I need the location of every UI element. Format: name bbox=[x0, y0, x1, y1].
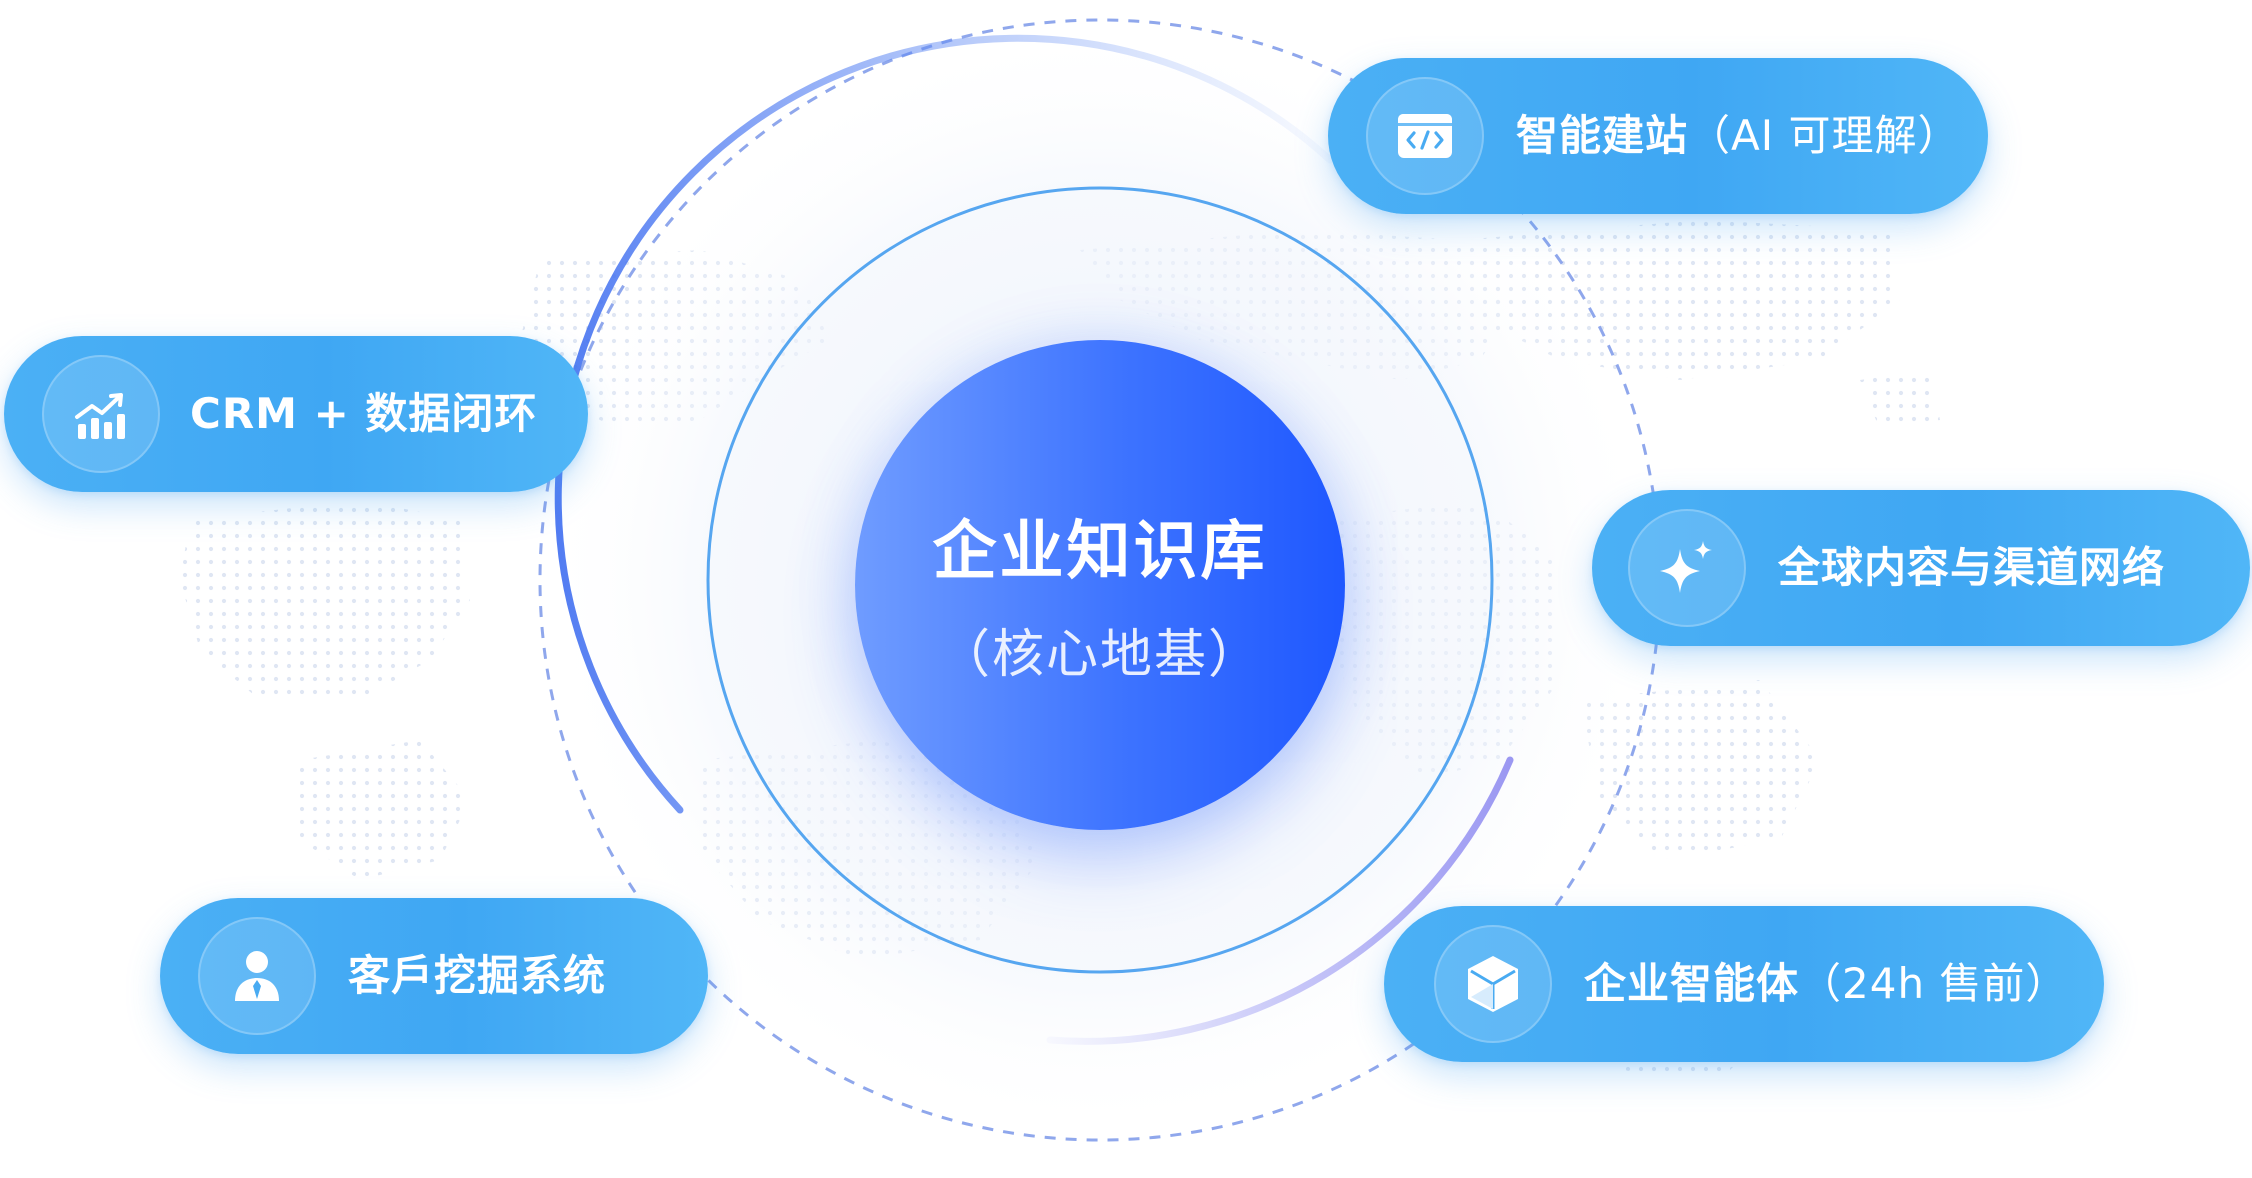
node-global-content: 全球内容与渠道网络 bbox=[1592, 490, 2250, 646]
core-title: 企业知识库 bbox=[932, 515, 1268, 589]
node-label: 企业智能体（24h 售前） bbox=[1584, 959, 2069, 1008]
orbit-arc-lower bbox=[1046, 756, 1514, 1045]
inner-ring bbox=[706, 186, 1494, 974]
node-crm: CRM + 数据闭环 bbox=[4, 336, 588, 492]
cube-icon bbox=[1434, 925, 1552, 1043]
core-knowledge-base: 企业知识库 （核心地基） bbox=[855, 340, 1345, 830]
node-smart-website: 智能建站（AI 可理解） bbox=[1328, 58, 1988, 214]
node-enterprise-agent: 企业智能体（24h 售前） bbox=[1384, 906, 2104, 1062]
node-customer-mining: 客戶挖掘系统 bbox=[160, 898, 708, 1054]
code-window-icon bbox=[1366, 77, 1484, 195]
core-subtitle: （核心地基） bbox=[937, 625, 1262, 685]
node-label: CRM + 数据闭环 bbox=[190, 389, 538, 438]
node-label: 客戶挖掘系统 bbox=[348, 951, 607, 1000]
node-label: 全球内容与渠道网络 bbox=[1778, 543, 2166, 592]
person-tie-icon bbox=[198, 917, 316, 1035]
sparkle-icon bbox=[1628, 509, 1746, 627]
growth-chart-icon bbox=[42, 355, 160, 473]
node-label: 智能建站（AI 可理解） bbox=[1516, 111, 1961, 160]
orbit-arc-upper bbox=[554, 34, 1334, 814]
